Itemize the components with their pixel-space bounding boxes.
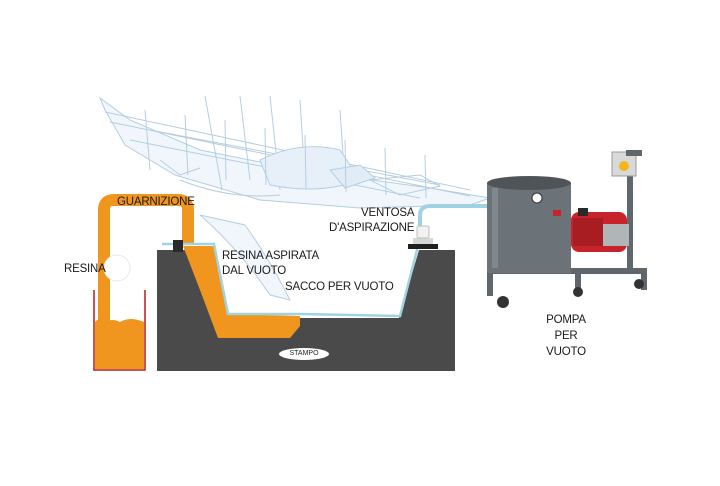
- label-stampo: STAMPO: [279, 348, 329, 360]
- label-sacco-per-vuoto: SACCO PER VUOTO: [285, 281, 394, 293]
- resin-in-mold: [183, 246, 300, 338]
- label-resina-aspirata: RESINA ASPIRATA: [222, 250, 319, 262]
- resin-valve: [103, 254, 131, 282]
- vacuum-hose: [418, 204, 490, 238]
- label-guarnizione: GUARNIZIONE: [117, 196, 195, 208]
- resin-feed-tube: [98, 194, 194, 328]
- vacuum-pump-icon: [487, 150, 647, 308]
- resin-container: [93, 290, 146, 371]
- label-pompa: POMPA: [546, 314, 586, 326]
- gasket-block: [173, 240, 183, 252]
- suction-cup-icon: [408, 225, 438, 249]
- sailboat-sketch-icon: [98, 95, 491, 301]
- label-daspirazione: D'ASPIRAZIONE: [329, 222, 415, 234]
- label-ventosa: VENTOSA: [361, 207, 415, 219]
- label-vuoto: VUOTO: [546, 346, 586, 358]
- resin-liquid: [95, 319, 144, 369]
- label-per: PER: [554, 330, 578, 342]
- label-dal-vuoto: DAL VUOTO: [222, 265, 287, 277]
- mold-block: [157, 250, 455, 371]
- label-resina: RESINA: [64, 263, 106, 275]
